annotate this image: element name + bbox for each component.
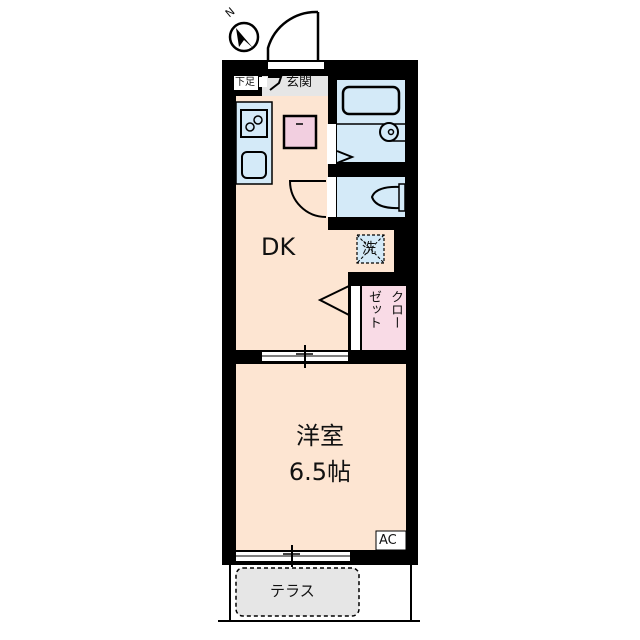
step-line xyxy=(268,76,283,91)
bathtub xyxy=(341,85,401,116)
entrance-floor xyxy=(262,76,328,96)
shoe-box xyxy=(234,76,258,90)
burner-icon xyxy=(245,122,255,132)
compass-north-arrow-icon xyxy=(228,21,260,53)
entrance-label: 玄関 xyxy=(286,75,313,90)
western-room-size: 6.5帖 xyxy=(288,458,352,486)
stove xyxy=(240,109,268,138)
closet-label-line1: クロー xyxy=(388,290,403,329)
closet-door xyxy=(351,286,360,350)
toilet-door xyxy=(327,177,336,217)
entrance-door-swing xyxy=(266,10,319,60)
dk-label: DK xyxy=(261,233,296,261)
terrace-area xyxy=(235,567,360,617)
terrace-label: テラス xyxy=(270,582,315,600)
shoe-box-label: 下足 xyxy=(235,77,255,88)
shoe-box-block xyxy=(259,77,267,87)
burner-icon xyxy=(253,115,263,125)
western-room-floor xyxy=(236,364,406,550)
washer-label: 洗 xyxy=(362,241,376,257)
closet-label-line2: ゼット xyxy=(366,290,381,329)
dk-floor-closet-front xyxy=(328,272,348,350)
entrance-door-opening xyxy=(268,62,324,69)
fridge xyxy=(282,114,318,150)
toilet xyxy=(370,185,404,210)
closet-door-swing xyxy=(317,285,350,316)
ac-label: AC xyxy=(379,533,397,548)
sink xyxy=(241,151,267,179)
western-room-label: 洋室 xyxy=(296,422,344,450)
toilet-door-swing xyxy=(288,180,327,218)
bath-door-swing xyxy=(336,150,355,164)
ac-box xyxy=(375,530,407,551)
closet xyxy=(362,286,406,350)
bath-door xyxy=(327,124,336,164)
